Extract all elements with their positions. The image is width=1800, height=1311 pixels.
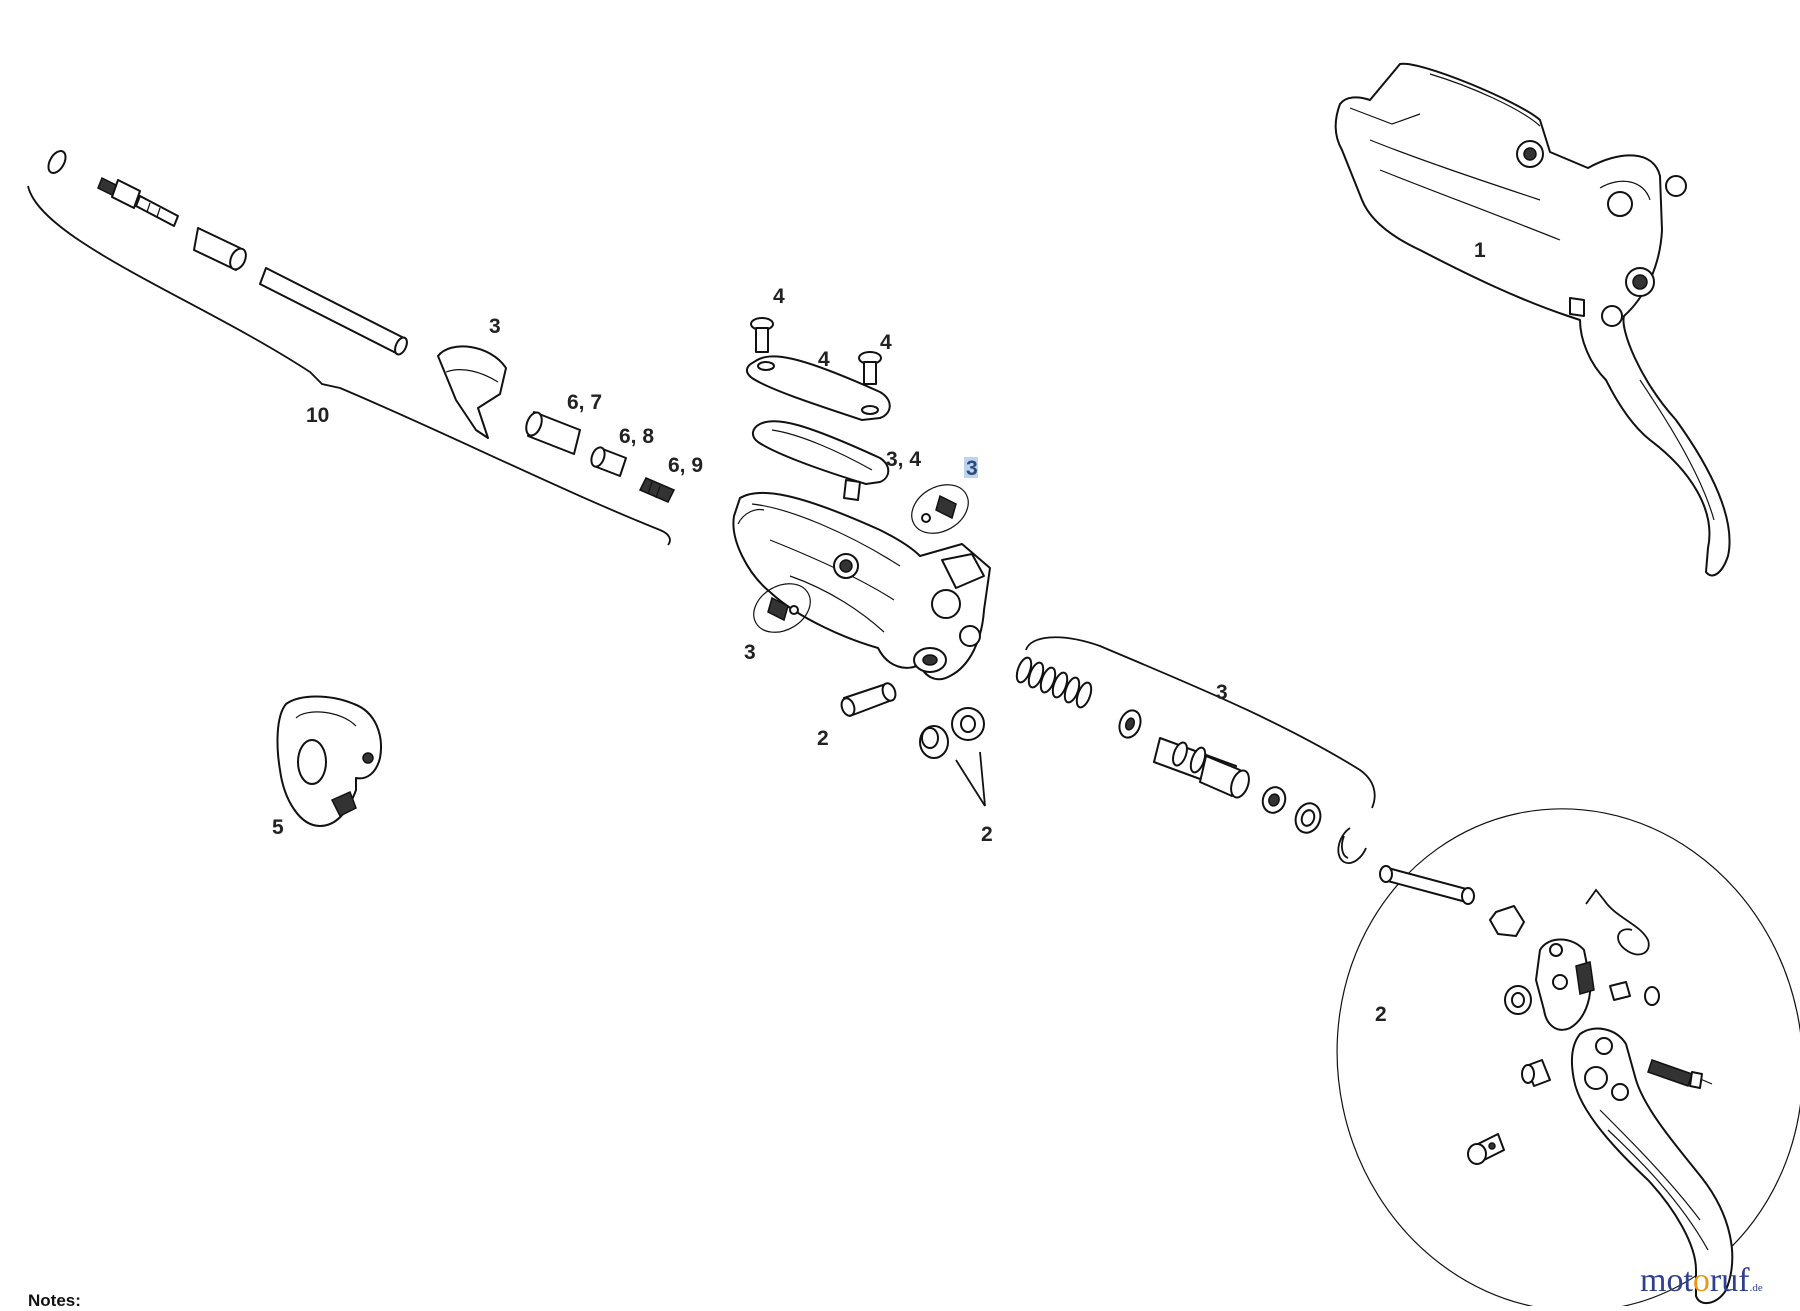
barb-fitting bbox=[97, 176, 179, 227]
lever-blade bbox=[1571, 1027, 1734, 1305]
connecting-insert bbox=[590, 446, 627, 477]
detent-bushings bbox=[1609, 981, 1660, 1006]
master-cylinder-body bbox=[732, 491, 991, 681]
detail-circle-top bbox=[911, 484, 969, 534]
label-6-9: 6, 9 bbox=[668, 454, 703, 477]
label-3-highlighted: 3 bbox=[966, 457, 978, 480]
piston bbox=[1153, 737, 1250, 799]
reservoir-cap bbox=[746, 355, 891, 421]
cap-screw-left bbox=[750, 317, 774, 353]
piston-assembly bbox=[1015, 636, 1376, 864]
label-2-bushings: 2 bbox=[981, 823, 993, 846]
compression-sleeve bbox=[193, 227, 247, 271]
label-3-body: 3 bbox=[744, 641, 756, 664]
bleed-screw bbox=[638, 477, 676, 503]
watermark-text-end: ruf bbox=[1709, 1262, 1750, 1299]
blade-bushing bbox=[1521, 1059, 1551, 1087]
highlight-box bbox=[964, 457, 978, 478]
return-spring bbox=[1015, 656, 1093, 709]
clamp bbox=[276, 695, 382, 827]
lever-pivot-pin bbox=[1379, 865, 1475, 905]
label-3-hose-cover: 3 bbox=[489, 315, 501, 338]
cam-link bbox=[1535, 938, 1595, 1031]
label-4-cap: 4 bbox=[818, 348, 830, 371]
label-6-7: 6, 7 bbox=[567, 391, 602, 414]
pivot-pin bbox=[840, 682, 897, 717]
label-1: 1 bbox=[1474, 239, 1486, 262]
primary-cup bbox=[1118, 709, 1142, 739]
label-3-4: 3, 4 bbox=[886, 448, 921, 471]
label-4-screw: 4 bbox=[880, 331, 892, 354]
lever-blade-detail bbox=[1336, 808, 1800, 1306]
lever-spring bbox=[1585, 888, 1650, 956]
washer bbox=[1294, 802, 1322, 834]
cap-screw-right bbox=[858, 351, 882, 385]
watermark-logo: motoruf.de bbox=[1640, 1262, 1763, 1300]
hose-assembly bbox=[27, 150, 671, 546]
label-5: 5 bbox=[272, 816, 284, 839]
notes-heading: Notes: bbox=[28, 1291, 81, 1310]
watermark-text-start: mot bbox=[1640, 1262, 1693, 1299]
piston-group-bracket bbox=[1025, 636, 1376, 809]
watermark-tld: .de bbox=[1749, 1282, 1763, 1294]
lever-washer bbox=[1504, 985, 1532, 1015]
brake-lever-assembly bbox=[1334, 62, 1731, 577]
label-3-piston: 3 bbox=[1216, 681, 1228, 704]
reach-adjust-screw bbox=[1647, 1059, 1713, 1089]
hose-o-ring bbox=[47, 150, 67, 174]
lever-nut bbox=[1489, 905, 1525, 937]
detent-pin bbox=[1467, 1133, 1505, 1165]
watermark-text-o: o bbox=[1692, 1262, 1710, 1299]
detail-circle-bottom bbox=[753, 583, 811, 633]
hose-group-bracket bbox=[27, 185, 671, 546]
label-2-blade: 2 bbox=[1375, 1003, 1387, 1026]
olive-fitting bbox=[525, 411, 581, 455]
label-6-8: 6, 8 bbox=[619, 425, 654, 448]
hose-tube bbox=[259, 267, 408, 356]
label-10: 10 bbox=[306, 404, 329, 427]
reservoir-diaphragm bbox=[752, 420, 890, 501]
hose-cover bbox=[437, 345, 507, 439]
circlip bbox=[1337, 827, 1367, 864]
label-2-pin: 2 bbox=[817, 727, 829, 750]
label-4-top: 4 bbox=[773, 285, 785, 308]
secondary-seal bbox=[1261, 786, 1287, 814]
bushing-pair bbox=[919, 707, 986, 807]
